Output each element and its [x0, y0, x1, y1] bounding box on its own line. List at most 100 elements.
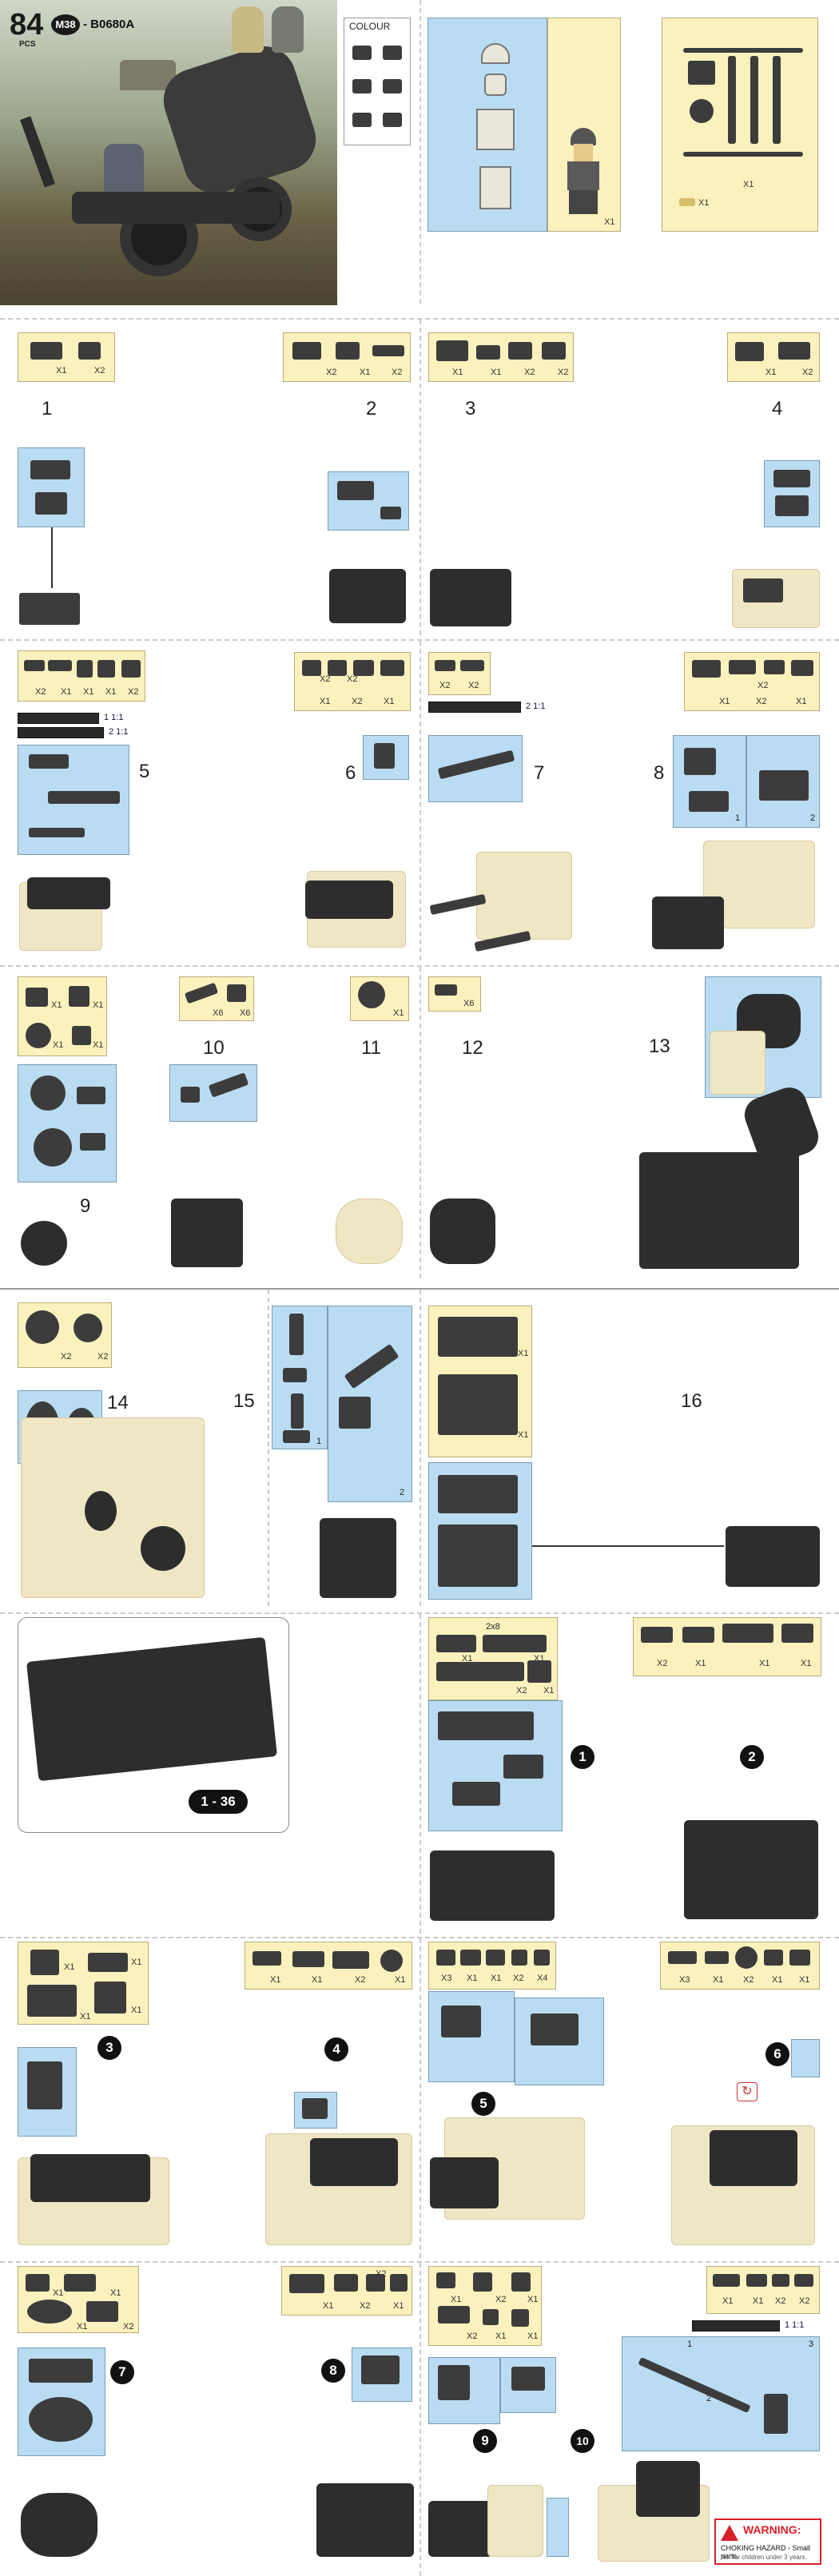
detail-step-1 — [18, 447, 85, 527]
next-part-1d — [527, 1660, 551, 1683]
mortar-silhouette — [20, 116, 55, 188]
divider-p2-v4 — [420, 1938, 421, 2258]
divider-p2-row4 — [0, 2261, 839, 2263]
part-4a — [735, 342, 764, 361]
step-7: 7 — [534, 762, 545, 784]
next-qty-2b: X1 — [695, 1659, 706, 1668]
helmet-part — [481, 43, 510, 64]
sub-8b: 2 — [810, 813, 816, 823]
qty-3a: X1 — [452, 368, 463, 377]
qty-9a: X1 — [51, 1000, 62, 1010]
minifig-head — [574, 144, 593, 161]
qty-7b: X2 — [468, 681, 479, 690]
next-part-9a — [436, 2272, 455, 2288]
next-qty-4b: X1 — [312, 1975, 323, 1985]
next-qty-9a: X1 — [451, 2295, 462, 2304]
part-3a — [436, 340, 468, 361]
next-part-8a — [289, 2274, 324, 2293]
detail-2a — [337, 481, 374, 500]
step-13: 13 — [649, 1036, 670, 1057]
detail-15-legs — [339, 1397, 371, 1429]
part-5c — [77, 660, 93, 678]
parts-step-7 — [428, 652, 491, 695]
step-14: 14 — [107, 1392, 129, 1413]
next-part-7c — [27, 2300, 72, 2324]
next-step-8: 8 — [321, 2359, 345, 2383]
next-part-7a — [26, 2274, 50, 2292]
qty-8a: X2 — [757, 681, 769, 690]
arrow-16 — [532, 1545, 724, 1547]
next-qty-6b: X1 — [713, 1975, 724, 1985]
next-qty-10b: X1 — [753, 2296, 764, 2306]
next-parts-1 — [428, 1617, 558, 1700]
qty-16a: X1 — [518, 1349, 529, 1358]
tile-hint: 2x8 — [486, 1622, 500, 1632]
next-qty-5e: X4 — [537, 1974, 548, 1983]
result-1 — [19, 593, 80, 625]
part-9b — [69, 986, 89, 1007]
next-qty-3a: X1 — [64, 1962, 75, 1972]
length-bar-10b — [692, 2320, 780, 2332]
next-qty-7d: X2 — [123, 2322, 134, 2332]
minifig-legs — [569, 190, 598, 214]
divider-top — [420, 0, 421, 304]
part-3b — [476, 345, 500, 360]
colour-label: COLOUR — [349, 21, 391, 32]
next-detail-5a-part — [441, 2006, 481, 2037]
model-code: - B0680A — [83, 18, 135, 31]
qty-1a: X1 — [56, 366, 67, 376]
part-7a — [435, 660, 455, 671]
next-part-5c — [486, 1950, 505, 1966]
qty-4b: X2 — [802, 368, 813, 377]
next-qty-9e: X1 — [495, 2332, 507, 2341]
qty-2a: X2 — [326, 368, 337, 377]
carriage — [72, 192, 280, 224]
next-part-3c — [27, 1985, 77, 2017]
detail-16-lid — [438, 1475, 518, 1513]
detail-1a — [30, 460, 70, 479]
pieces-sub: PCS — [19, 40, 36, 49]
next-qty-2a: X2 — [657, 1659, 668, 1668]
divider-row2-v — [420, 641, 421, 960]
next-step-2: 2 — [740, 1745, 764, 1769]
part-8c — [764, 660, 785, 674]
result-9 — [21, 1221, 67, 1266]
colour-swatch-4 — [383, 79, 402, 93]
colour-swatch-1 — [352, 46, 372, 60]
next-qty-10d: X2 — [799, 2296, 810, 2306]
next-part-2b — [682, 1627, 714, 1643]
detail-16-box — [438, 1525, 518, 1587]
next-detail-1c — [452, 1782, 500, 1806]
qty-6b: X2 — [347, 674, 358, 684]
part-16b — [438, 1374, 518, 1435]
result-8 — [652, 896, 724, 949]
next-part-9e — [483, 2309, 499, 2325]
qty-10b: X6 — [240, 1008, 251, 1018]
minifig-final — [559, 128, 607, 216]
qty-6d: X2 — [352, 697, 363, 706]
length-10b: 1 1:1 — [785, 2320, 805, 2330]
next-part-10a — [713, 2274, 740, 2287]
next-part-3d — [94, 1982, 126, 2013]
result-11 — [336, 1199, 403, 1264]
soldier-1 — [232, 6, 264, 53]
part-3d — [542, 342, 566, 360]
box-art — [0, 0, 337, 305]
divider-row2 — [0, 639, 839, 641]
qty-8c: X2 — [756, 697, 767, 706]
result-10 — [171, 1199, 243, 1267]
sub-8a: 1 — [735, 813, 741, 823]
next-detail-1a — [438, 1711, 534, 1740]
next-qty-10c: X2 — [775, 2296, 786, 2306]
next-parts-10 — [706, 2266, 820, 2314]
length-bar-5a — [18, 713, 99, 724]
next-result-4 — [310, 2138, 398, 2186]
next-qty-4c: X2 — [355, 1975, 366, 1985]
next-result-8 — [316, 2483, 414, 2557]
sprue-qty: X1 — [743, 180, 754, 189]
result-3 — [430, 569, 511, 626]
part-9c — [26, 1023, 51, 1048]
next-step-9: 9 — [473, 2429, 497, 2453]
next-part-1b — [483, 1635, 547, 1652]
result-13-body — [639, 1152, 799, 1269]
